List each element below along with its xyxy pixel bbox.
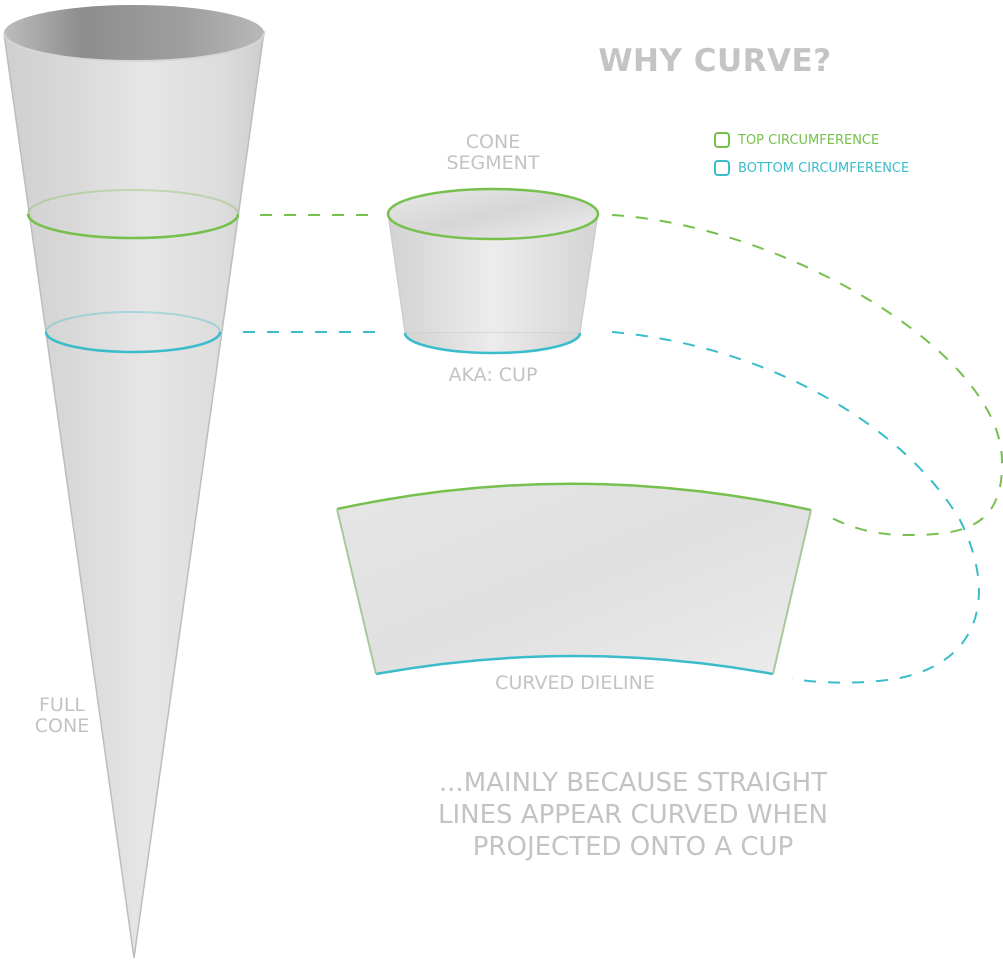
cone-segment-label: CONE SEGMENT bbox=[413, 131, 573, 175]
cone-segment-line2: SEGMENT bbox=[446, 152, 540, 175]
legend-label-bottom: BOTTOM CIRCUMFERENCE bbox=[738, 160, 910, 176]
legend-item-top: TOP CIRCUMFERENCE bbox=[714, 126, 909, 154]
top-curve-connector bbox=[611, 214, 1003, 537]
footer-line3: PROJECTED ONTO A CUP bbox=[472, 831, 794, 862]
full-cone-line1: FULL bbox=[38, 694, 85, 716]
footer-line2: LINES APPEAR CURVED WHEN bbox=[438, 799, 828, 830]
full-cone-label: FULL CONE bbox=[20, 694, 104, 738]
page-title: WHY CURVE? bbox=[598, 43, 832, 79]
bottom-swatch-icon bbox=[714, 160, 730, 176]
legend: TOP CIRCUMFERENCE BOTTOM CIRCUMFERENCE bbox=[714, 126, 909, 182]
footer-explanation: ...MAINLY BECAUSE STRAIGHT LINES APPEAR … bbox=[418, 768, 848, 864]
full-cone-line2: CONE bbox=[34, 715, 90, 738]
footer-line1: ...MAINLY BECAUSE STRAIGHT bbox=[438, 768, 828, 798]
legend-label-top: TOP CIRCUMFERENCE bbox=[738, 132, 880, 148]
legend-item-bottom: BOTTOM CIRCUMFERENCE bbox=[714, 154, 909, 182]
curved-dieline-label: CURVED DIELINE bbox=[495, 672, 655, 694]
aka-cup-label: AKA: CUP bbox=[448, 364, 538, 386]
curved-dieline-shape bbox=[336, 482, 812, 676]
top-swatch-icon bbox=[714, 132, 730, 148]
full-cone-shape bbox=[3, 5, 265, 959]
cone-segment-line1: CONE bbox=[465, 131, 521, 153]
cup-shape bbox=[386, 187, 600, 355]
